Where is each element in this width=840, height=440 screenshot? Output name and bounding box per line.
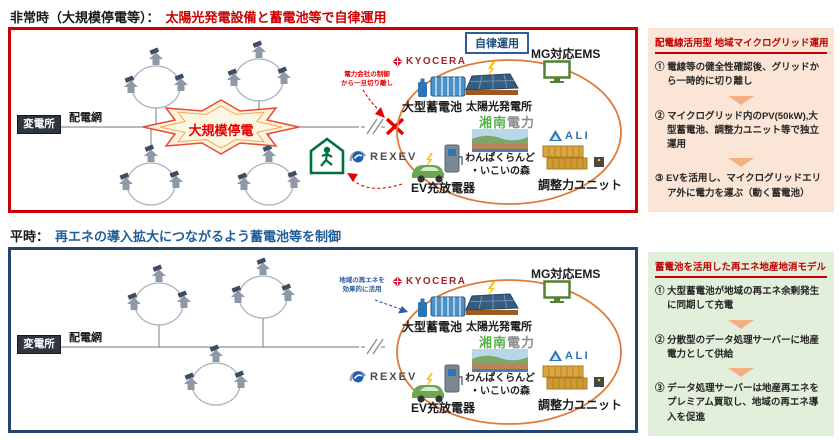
normal-heading: 平時： 再エネの導入拡大につながるよう蓄電池等を制御 <box>10 226 341 245</box>
down-arrow-icon <box>728 368 754 377</box>
disconnect-x-icon <box>385 117 405 136</box>
battery-label: 大型蓄電池 <box>401 100 462 114</box>
shonan-logo-gray: 電力 <box>507 115 536 130</box>
shonan-logo-green: 湘南 <box>478 335 507 350</box>
kyocera-wordmark: KYOCERA <box>406 276 467 287</box>
evacuation-shelter-icon <box>309 137 345 175</box>
large-battery-icon <box>418 76 466 97</box>
adjustment-unit-label: 調整力ユニット <box>537 398 622 412</box>
shonan-power-logo: 湘南電力 <box>477 332 537 351</box>
normal-diagram-canvas <box>57 250 622 425</box>
rexev-mark-icon <box>349 150 367 163</box>
ev-charger-icon <box>412 144 463 183</box>
kyocera-wordmark: KYOCERA <box>406 56 467 67</box>
microgrid-step-3: ③ EVを活用し、マイクログリッドエリア外に電力を運ぶ（動く蓄電池） <box>655 173 822 199</box>
cutoff-note: 電力会社の制御 から一旦切り離し <box>341 71 393 87</box>
substation-box: 変電所 <box>17 115 61 134</box>
blackout-label: 大規模停電 <box>188 123 254 138</box>
rexev-wordmark: REXEV <box>370 371 418 383</box>
ev-charger-icon <box>412 364 463 403</box>
shonan-logo-gray: 電力 <box>507 335 536 350</box>
normal-heading-accent: 再エネの導入拡大につながるよう蓄電池等を制御 <box>55 229 342 244</box>
emergency-diagram-canvas <box>57 30 622 210</box>
local-consumption-panel-title: 蓄電池を活用した再エネ地産地消モデル <box>655 259 827 278</box>
emergency-heading: 非常時（大規模停電等）： 太陽光発電設備と蓄電池等で自律運用 <box>10 7 387 26</box>
ev-label: EV充放電器 <box>410 181 475 195</box>
microgrid-panel-title: 配電線活用型 地域マイクログリッド運用 <box>655 35 828 54</box>
park-label: わんぱくらんど ・いこいの森 <box>465 373 535 397</box>
rexev-wordmark: REXEV <box>370 151 418 163</box>
microgrid-operation-panel: 配電線活用型 地域マイクログリッド運用 ① 電線等の健全性確認後、グリッドから一… <box>648 28 834 212</box>
ali-logo: ALI <box>549 350 590 362</box>
solar-plant-icon <box>465 61 519 95</box>
renewable-note: 地域の再エネを 効果的に活用 <box>339 277 385 293</box>
emergency-heading-accent: 太陽光発電設備と蓄電池等で自律運用 <box>165 10 387 25</box>
shonan-power-logo: 湘南電力 <box>477 112 537 131</box>
large-battery-icon <box>418 296 466 317</box>
microgrid-ellipse <box>396 279 622 425</box>
solar-label: 太陽光発電所 <box>466 101 532 113</box>
ali-wordmark: ALI <box>565 350 591 362</box>
ali-wordmark: ALI <box>565 130 591 142</box>
local-consumption-step-1: ① 大型蓄電池が地域の再エネ余剰発生に同期して充電 <box>655 286 820 312</box>
ems-monitor-icon <box>543 60 571 83</box>
solar-plant-icon <box>465 281 519 315</box>
ems-label: MG対応EMS <box>531 267 601 281</box>
down-arrow-icon <box>728 158 754 168</box>
down-arrow-icon <box>728 319 754 329</box>
local-consumption-panel: 蓄電池を活用した再エネ地産地消モデル ① 大型蓄電池が地域の再エネ余剰発生に同期… <box>648 252 834 436</box>
microgrid-step-1: ① 電線等の健全性確認後、グリッドから一時的に切り離し <box>655 62 820 88</box>
ems-monitor-icon <box>543 280 571 303</box>
kyocera-mark-icon <box>392 276 403 287</box>
ev-label: EV充放電器 <box>410 401 475 415</box>
adjustment-unit-label: 調整力ユニット <box>537 178 622 192</box>
adjustment-unit-icon <box>542 365 604 390</box>
ali-logo: ALI <box>549 130 590 142</box>
solar-label: 太陽光発電所 <box>466 321 532 333</box>
normal-diagram-box: 変電所 配電網 地域の再エネを 効果的に活用 KYOCERA 大型蓄電池 太陽光… <box>8 247 638 433</box>
battery-label: 大型蓄電池 <box>401 320 462 334</box>
park-photo <box>472 129 528 152</box>
ali-mark-icon <box>549 130 562 141</box>
ali-mark-icon <box>549 350 562 361</box>
shonan-logo-green: 湘南 <box>478 115 507 130</box>
grid-label: 配電網 <box>69 112 102 124</box>
rexev-logo: REXEV <box>349 369 417 385</box>
autonomous-operation-badge: 自律運用 <box>465 32 529 54</box>
normal-heading-label: 平時： <box>10 229 50 244</box>
park-photo <box>472 349 528 372</box>
ems-label: MG対応EMS <box>531 47 601 61</box>
substation-box: 変電所 <box>17 335 61 354</box>
rexev-mark-icon <box>349 370 367 383</box>
local-consumption-step-2: ② 分散型のデータ処理サーバーに地産電力として供給 <box>655 334 820 360</box>
emergency-heading-label: 非常時（大規模停電等）： <box>10 10 160 25</box>
grid-label: 配電網 <box>69 332 102 344</box>
kyocera-logo: KYOCERA <box>392 276 467 287</box>
kyocera-logo: KYOCERA <box>392 56 467 67</box>
microgrid-ellipse <box>396 59 622 205</box>
microgrid-step-2: ② マイクログリッド内のPV(50kW),大型蓄電池、調整力ユニット等で独立運用 <box>655 110 820 151</box>
local-consumption-step-3: ③ データ処理サーバーは地産再エネをプレミアム買取し、地域の再エネ導入を促進 <box>655 383 820 423</box>
kyocera-mark-icon <box>392 56 403 67</box>
emergency-diagram-box: 変電所 配電網 大規模停電 自律運用 電力会社の制御 から一旦切り離し KYOC… <box>8 27 638 213</box>
park-label: わんぱくらんど ・いこいの森 <box>465 153 535 177</box>
down-arrow-icon <box>728 95 754 105</box>
adjustment-unit-icon <box>542 145 604 170</box>
rexev-logo: REXEV <box>349 149 417 165</box>
